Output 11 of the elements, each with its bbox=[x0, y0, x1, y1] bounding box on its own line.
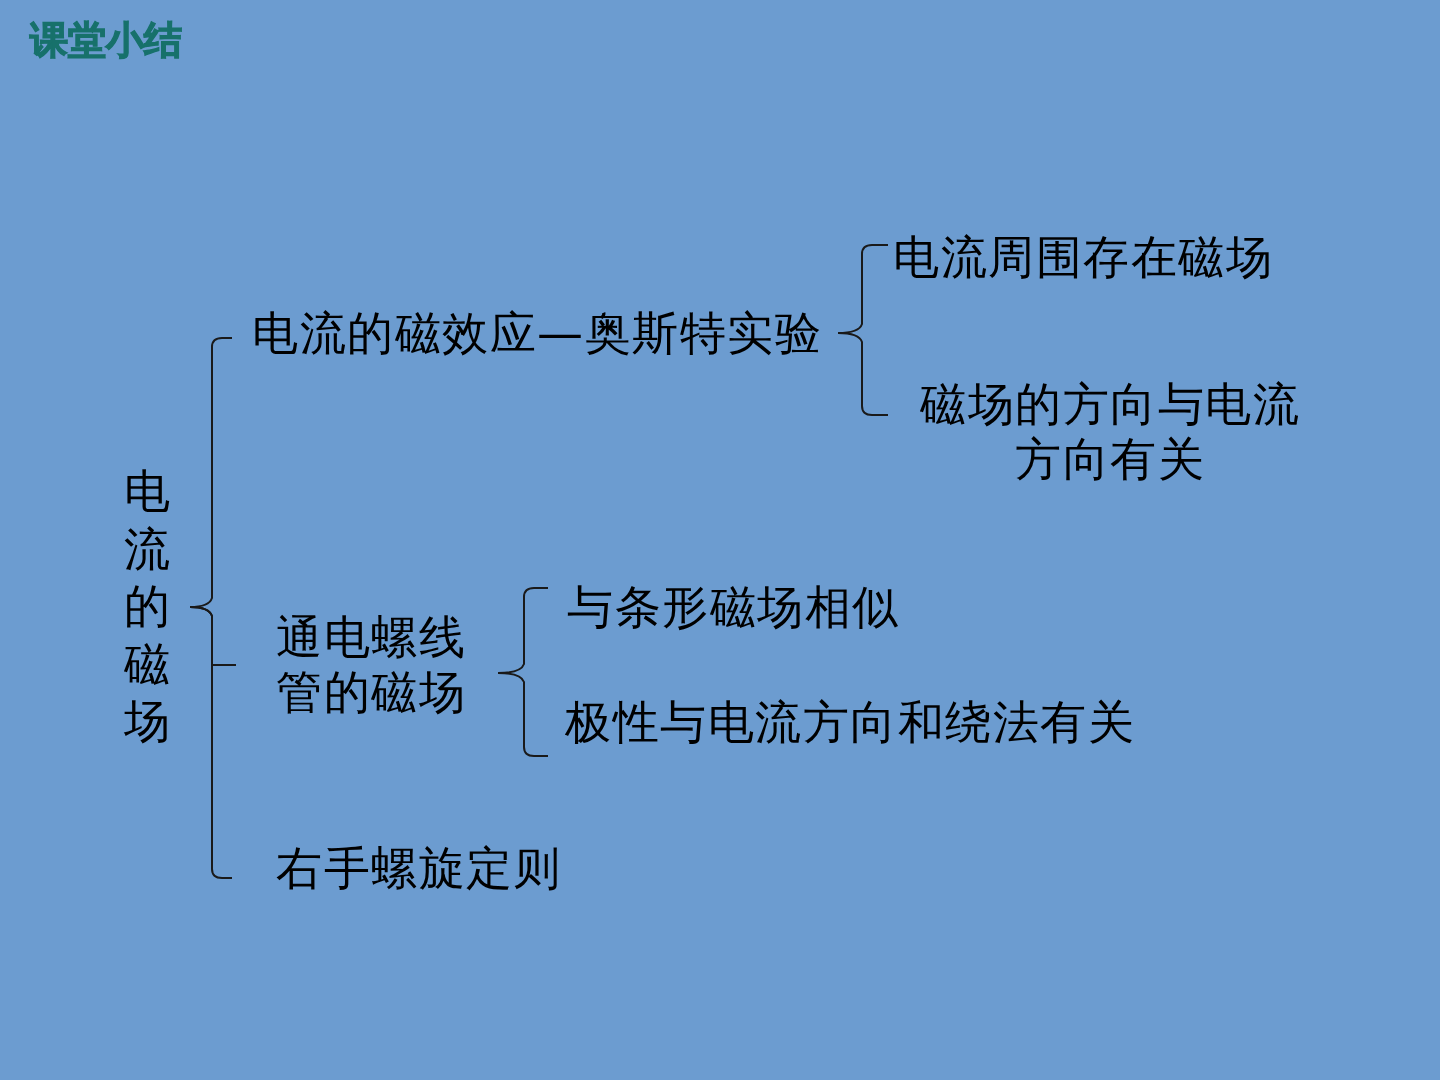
branch-label: 通电螺线管的磁场 bbox=[276, 610, 467, 721]
branch-label: 极性与电流方向和绕法有关 bbox=[565, 695, 1135, 751]
topic-label: 电流的磁场 bbox=[124, 463, 170, 750]
branch-label: 右手螺旋定则 bbox=[276, 841, 561, 897]
brace-connector bbox=[837, 332, 889, 416]
branch-label: 磁场的方向与电流方向有关 bbox=[919, 377, 1301, 488]
slide-title: 课堂小结 bbox=[30, 20, 182, 62]
branch-label: 与条形磁场相似 bbox=[567, 580, 900, 636]
branch-label: 电流周围存在磁场 bbox=[893, 230, 1273, 286]
branch-label: 电流的磁效应—奥斯特实验 bbox=[252, 306, 822, 362]
brace-connector bbox=[497, 672, 549, 757]
